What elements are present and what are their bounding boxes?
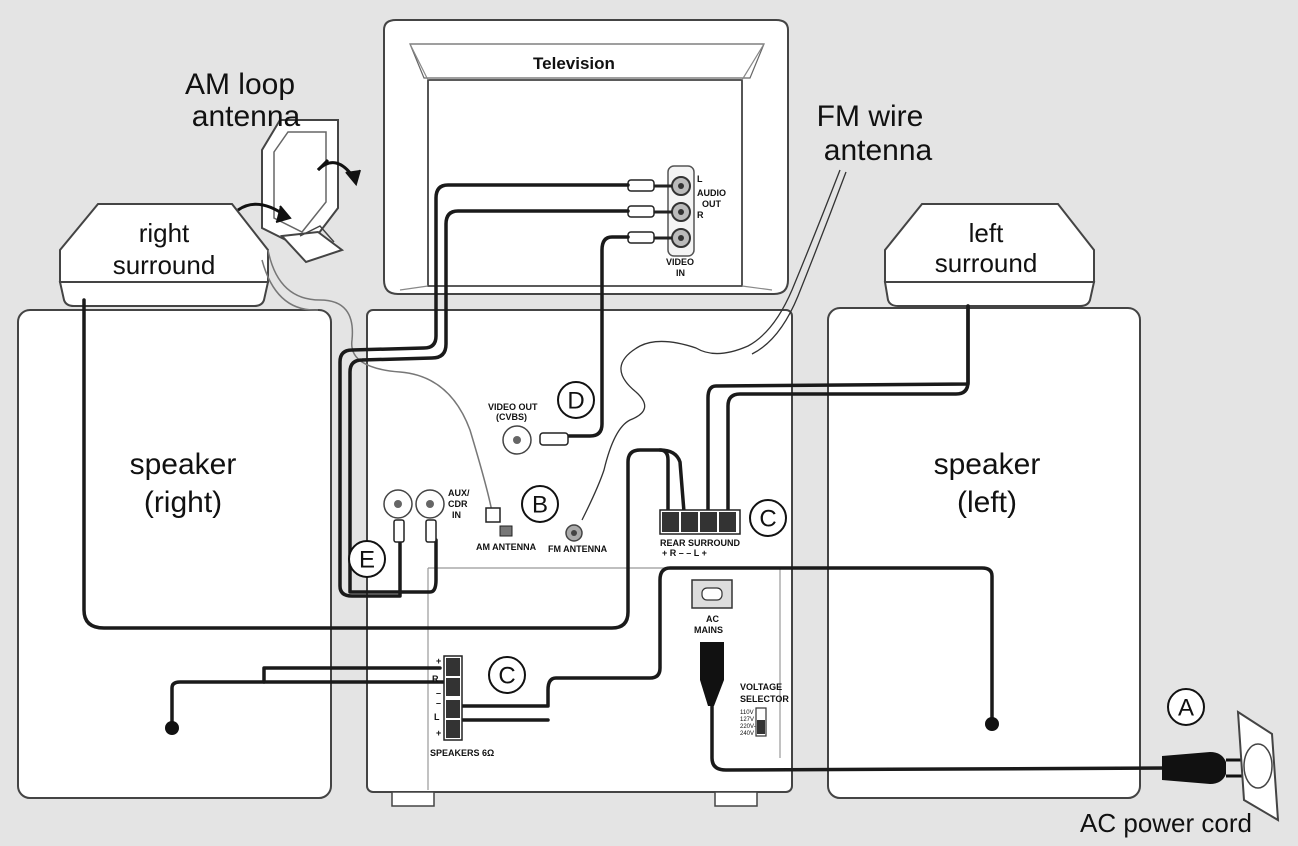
television-label: Television — [533, 54, 615, 73]
voltage-opt-4: 240V — [740, 731, 754, 737]
aux-cdr-in-jacks — [383, 489, 445, 543]
tv-jack-r: R — [697, 210, 704, 220]
speaker-right-label-1: speaker — [130, 448, 237, 481]
speaker-right-label-2: (right) — [144, 486, 222, 519]
spk-l: L — [434, 712, 440, 722]
tv-jack-video: VIDEO — [666, 257, 694, 267]
am-antenna-terminal — [485, 507, 513, 537]
rear-surround-terminals — [659, 509, 741, 535]
right-surround-label-2: surround — [113, 250, 216, 280]
video-out-label-2: (CVBS) — [496, 412, 527, 422]
right-surround-speaker: right surround — [58, 203, 270, 307]
voltage-opt-1: 110V — [740, 710, 754, 716]
speaker-right-terminal — [165, 721, 179, 735]
am-antenna-jack-label: AM ANTENNA — [476, 542, 537, 552]
speaker-left-wire — [458, 566, 994, 726]
spk-minus-2: – — [436, 698, 441, 708]
ac-mains-label-2: MAINS — [694, 625, 723, 635]
video-out-jack — [502, 425, 569, 455]
speakers-label: SPEAKERS 6Ω — [430, 748, 494, 758]
svg-text:C: C — [498, 663, 515, 690]
callout-c-rear: C — [749, 499, 787, 537]
fm-antenna-jack-label: FM ANTENNA — [548, 544, 608, 554]
tv-video-cable — [566, 235, 630, 438]
tv-jack-in: IN — [676, 268, 685, 278]
am-antenna-wire — [267, 249, 493, 513]
voltage-label-2: SELECTOR — [740, 694, 789, 704]
svg-text:C: C — [759, 506, 776, 533]
front-speaker-terminals — [443, 655, 463, 741]
voltage-opt-2: 127V — [740, 717, 754, 723]
spk-plus-top: + — [436, 656, 441, 666]
aux-label-3: IN — [452, 510, 461, 520]
am-antenna-label-2: antenna — [192, 100, 301, 133]
left-surround-speaker: left surround — [883, 203, 1096, 307]
spk-r: R — [432, 674, 439, 684]
tv-audio-cable-r — [348, 209, 630, 594]
speaker-left-terminal — [985, 717, 999, 731]
tv-jack-l: L — [697, 174, 703, 184]
ac-power-cord-label: AC power cord — [1080, 808, 1252, 838]
ac-power-cord — [710, 698, 1172, 772]
left-surround-label-2: surround — [935, 248, 1038, 278]
svg-text:E: E — [359, 547, 375, 574]
speaker-right-wire — [170, 666, 442, 730]
voltage-label-1: VOLTAGE — [740, 682, 782, 692]
tv-jack-audio: AUDIO — [697, 188, 726, 198]
voltage-selector — [755, 707, 767, 737]
svg-text:A: A — [1178, 695, 1194, 722]
aux-label-1: AUX/ — [448, 488, 470, 498]
left-surround-label-1: left — [969, 218, 1004, 248]
callout-d: D — [557, 381, 595, 419]
callout-c-front: C — [488, 656, 526, 694]
speaker-left-label-2: (left) — [957, 486, 1017, 519]
speaker-left-label-1: speaker — [934, 448, 1041, 481]
speaker-right-cabinet — [17, 309, 332, 799]
spk-minus-1: – — [436, 688, 441, 698]
television: Television L AUDIO OUT R VIDEO IN — [383, 19, 789, 295]
aux-label-2: CDR — [448, 499, 468, 509]
svg-text:D: D — [567, 388, 584, 415]
fm-antenna-label-1: FM wire — [817, 100, 924, 133]
fm-antenna-label-2: antenna — [824, 134, 933, 167]
callout-e: E — [348, 540, 386, 578]
tv-audio-cable-l — [338, 183, 630, 598]
am-antenna-label-1: AM loop — [185, 68, 295, 101]
wall-outlet — [1236, 710, 1280, 822]
svg-text:B: B — [532, 492, 548, 519]
callout-a: A — [1167, 688, 1205, 726]
video-out-label-1: VIDEO OUT — [488, 402, 538, 412]
left-surround-wire — [726, 304, 970, 514]
tv-jack-out: OUT — [702, 199, 722, 209]
callout-b: B — [521, 485, 559, 523]
fm-antenna-jack — [565, 524, 583, 542]
right-surround-label-1: right — [139, 218, 190, 248]
spk-plus-bottom: + — [436, 728, 441, 738]
main-unit — [366, 309, 793, 807]
rear-surround-label: REAR SURROUND — [660, 538, 741, 548]
ac-mains-socket — [691, 579, 733, 609]
am-loop-antenna — [237, 119, 361, 264]
voltage-opt-3: 220V- — [740, 724, 756, 730]
fm-antenna-wire — [581, 169, 841, 521]
rear-polarity-label: + R – – L + — [662, 548, 707, 558]
speaker-left-cabinet — [827, 307, 1141, 799]
ac-mains-label-1: AC — [706, 614, 719, 624]
